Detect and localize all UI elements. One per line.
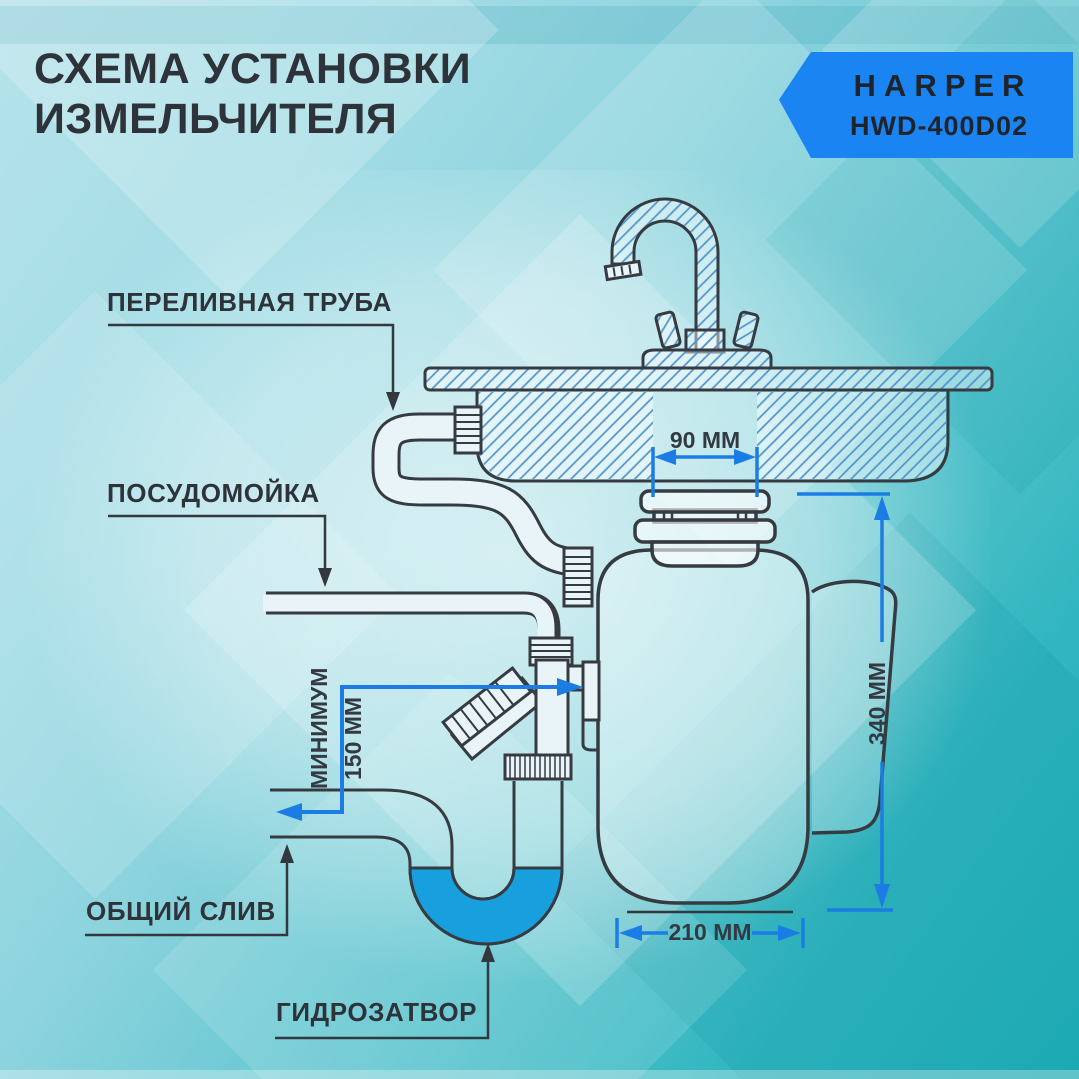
faucet-handle-left [654, 310, 682, 350]
outlet-flange [581, 660, 601, 722]
overflow-pipe [371, 405, 594, 608]
trap-inlet-pipe [534, 658, 570, 762]
label-water-seal: ГИДРОЗАТВОР [276, 997, 478, 1027]
leader-arrow-overflow [386, 392, 400, 411]
leader-arrow-dishwasher [318, 568, 332, 587]
dimension-hole-90mm: 90 ММ [669, 427, 741, 453]
dimension-height-340mm: 340 ММ [864, 661, 890, 745]
sink-basin-left [477, 392, 653, 479]
title-line-2: ИЗМЕЛЬЧИТЕЛЯ [34, 95, 398, 143]
mounting-flange [633, 489, 777, 568]
brand-badge: HARPER HWD-400D02 [779, 52, 1073, 158]
countertop [423, 366, 994, 392]
label-overflow-pipe: ПЕРЕЛИВНАЯ ТРУБА [107, 287, 393, 317]
sink-basin-right [757, 392, 946, 479]
dimension-width-210mm: 210 ММ [668, 919, 752, 945]
sink-basin-outline [475, 389, 950, 483]
background-bottom-band [0, 1070, 1079, 1079]
background-top-band [0, 6, 1079, 44]
title-line-1: СХЕМА УСТАНОВКИ [34, 45, 472, 93]
dimension-min-150mm: 150 ММ [340, 696, 366, 780]
faucet-base [641, 348, 773, 370]
background-center-glow [30, 170, 990, 980]
leader-lines [85, 323, 793, 1040]
dimension-lines [276, 447, 893, 948]
label-dishwasher: ПОСУДОМОЙКА [107, 478, 320, 508]
dimension-minimum-label: МИНИМУМ [306, 667, 332, 789]
label-common-drain: ОБЩИЙ СЛИВ [86, 896, 276, 926]
page-title: СХЕМА УСТАНОВКИ ИЗМЕЛЬЧИТЕЛЯ [34, 44, 471, 144]
faucet [603, 197, 773, 370]
trap-water [408, 866, 564, 946]
sink-drawing [423, 366, 994, 483]
disposer-unit [564, 489, 898, 905]
disposer-body [596, 548, 810, 905]
disposer-side-bulge [810, 579, 898, 835]
faucet-handle-right [732, 310, 760, 350]
model-number: HWD-400D02 [849, 111, 1029, 141]
brand-logo: HARPER [853, 68, 1033, 103]
dishwasher-pipe [263, 591, 574, 667]
trap-nut-coupling [503, 753, 573, 781]
leader-arrow-drain [280, 844, 294, 863]
leader-arrow-trap [481, 943, 495, 962]
